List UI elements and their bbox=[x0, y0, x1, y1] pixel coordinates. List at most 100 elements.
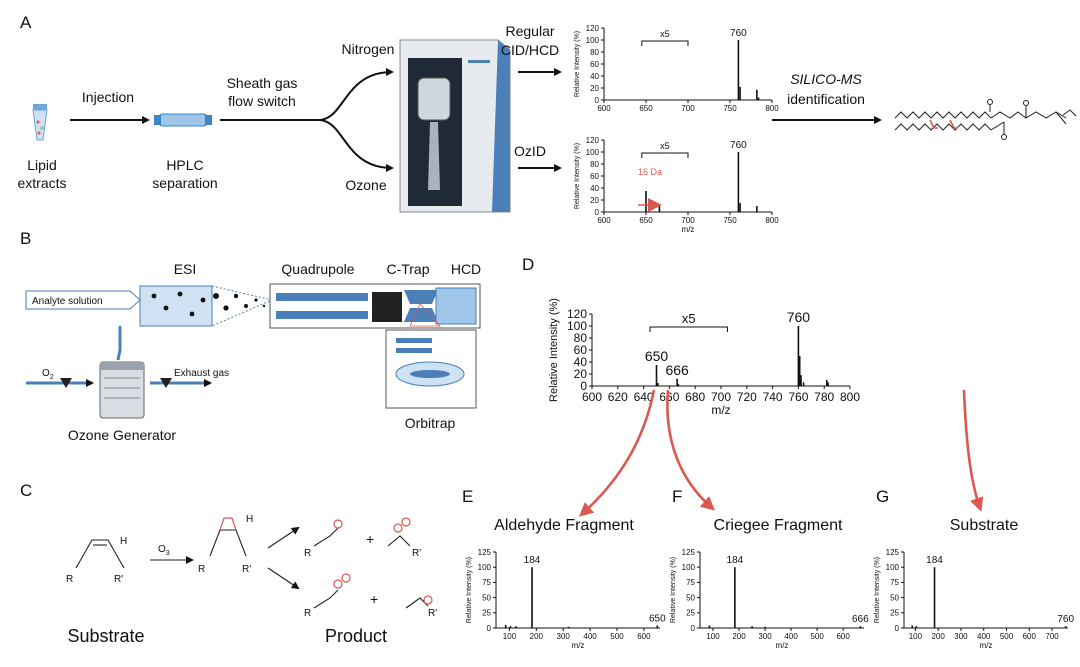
shift-annotation: 16 Da bbox=[638, 167, 662, 177]
exhaust-label: Exhaust gas bbox=[174, 368, 229, 379]
x-tick-label: 300 bbox=[758, 632, 772, 641]
panel-label-f: F bbox=[672, 487, 682, 506]
nitrogen-label: Nitrogen bbox=[342, 41, 395, 57]
y-axis-label: Relative Intensity (%) bbox=[670, 557, 677, 623]
x-tick-label: 620 bbox=[608, 390, 628, 404]
esi-label: ESI bbox=[174, 261, 197, 277]
reaction-red-oxygens bbox=[219, 517, 433, 605]
mass-spectrometer-icon bbox=[399, 39, 511, 213]
x-tick-label: 300 bbox=[557, 632, 571, 641]
y-tick-label: 60 bbox=[590, 172, 599, 181]
y-tick-label: 100 bbox=[886, 563, 900, 572]
x5-bracket bbox=[641, 40, 689, 46]
x-tick-label: 700 bbox=[1045, 632, 1059, 641]
y-tick-label: 20 bbox=[574, 367, 588, 381]
x-tick-label: 660 bbox=[659, 390, 679, 404]
y-tick-label: 80 bbox=[574, 331, 588, 345]
x-tick-label: 760 bbox=[788, 390, 808, 404]
x-tick-label: 400 bbox=[977, 632, 991, 641]
substrate-r: R bbox=[66, 574, 73, 585]
y-tick-label: 75 bbox=[686, 578, 695, 587]
x-tick-label: 500 bbox=[810, 632, 824, 641]
bracket-label: x5 bbox=[682, 311, 696, 326]
subtitle-e: Aldehyde Fragment bbox=[494, 517, 634, 534]
subtitle-f: Criegee Fragment bbox=[714, 517, 844, 534]
x-tick-label: 720 bbox=[737, 390, 757, 404]
hcd-label: HCD bbox=[451, 261, 481, 277]
y-tick-label: 50 bbox=[686, 593, 695, 602]
x-tick-label: 800 bbox=[765, 104, 779, 113]
x-tick-label: 750 bbox=[723, 104, 737, 113]
y-tick-label: 75 bbox=[482, 578, 491, 587]
x-tick-label: 740 bbox=[763, 390, 783, 404]
arrow-to-f bbox=[666, 389, 716, 511]
hplc-column-icon bbox=[154, 113, 212, 127]
ozone-branch bbox=[319, 119, 394, 172]
x-tick-label: 650 bbox=[639, 104, 653, 113]
x-tick-label: 700 bbox=[711, 390, 731, 404]
sheath-label-1: Sheath gas bbox=[227, 75, 298, 91]
x-tick-label: 100 bbox=[706, 632, 720, 641]
x-axis-label: m/z bbox=[682, 225, 695, 234]
peak-label: 666 bbox=[665, 362, 689, 378]
y-axis-label: Relative Intensity (%) bbox=[874, 557, 881, 623]
x-tick-label: 600 bbox=[597, 216, 611, 225]
peak-label: 760 bbox=[1057, 614, 1074, 625]
panel-label-g: G bbox=[876, 487, 889, 506]
hplc-label-2: separation bbox=[152, 175, 217, 191]
panel-label-d: D bbox=[522, 255, 534, 274]
x-axis-label: m/z bbox=[980, 641, 993, 650]
x-tick-label: 600 bbox=[597, 104, 611, 113]
ctrap-label: C-Trap bbox=[386, 261, 429, 277]
ozid-label: OzID bbox=[514, 143, 546, 159]
substrate-r-prime: R' bbox=[114, 574, 123, 585]
product-caption: Product bbox=[325, 626, 387, 646]
x-tick-label: 600 bbox=[582, 390, 602, 404]
y-tick-label: 0 bbox=[580, 379, 587, 393]
y-tick-label: 60 bbox=[574, 343, 588, 357]
y-tick-label: 25 bbox=[482, 609, 491, 618]
regular-label-1: Regular bbox=[505, 23, 554, 39]
y-tick-label: 80 bbox=[590, 48, 599, 57]
y-tick-label: 125 bbox=[478, 548, 492, 557]
y-tick-label: 75 bbox=[890, 578, 899, 587]
product-plus-2: + bbox=[370, 591, 378, 607]
peak-label: 760 bbox=[730, 28, 747, 39]
peak-label: 760 bbox=[787, 309, 811, 325]
x-tick-label: 200 bbox=[530, 632, 544, 641]
quadrupole-label: Quadrupole bbox=[281, 261, 354, 277]
x-tick-label: 650 bbox=[639, 216, 653, 225]
ozonide-r-prime: R' bbox=[242, 564, 251, 575]
y-tick-label: 120 bbox=[586, 24, 600, 33]
x-tick-label: 680 bbox=[685, 390, 705, 404]
x-tick-label: 700 bbox=[681, 104, 695, 113]
y-tick-label: 0 bbox=[595, 208, 600, 217]
regular-label-2: CID/HCD bbox=[501, 42, 559, 58]
lipid-structure bbox=[894, 99, 1077, 140]
x-tick-label: 600 bbox=[1023, 632, 1037, 641]
x-tick-label: 700 bbox=[681, 216, 695, 225]
peak-label: 650 bbox=[645, 348, 669, 364]
product-r-1: R bbox=[304, 548, 311, 559]
x-tick-label: 200 bbox=[732, 632, 746, 641]
y-tick-label: 0 bbox=[595, 96, 600, 105]
o2-label: O2 bbox=[42, 368, 54, 381]
product-plus-1: + bbox=[366, 531, 374, 547]
x-tick-label: 500 bbox=[1000, 632, 1014, 641]
x-axis-label: m/z bbox=[572, 641, 585, 650]
peak-label: 184 bbox=[727, 555, 744, 566]
hplc-label-1: HPLC bbox=[166, 157, 203, 173]
arrow-to-g bbox=[962, 389, 984, 512]
lipid-label-1: Lipid bbox=[27, 157, 57, 173]
y-tick-label: 20 bbox=[590, 196, 599, 205]
x-tick-label: 780 bbox=[814, 390, 834, 404]
x-tick-label: 800 bbox=[840, 390, 860, 404]
panel-label-a: A bbox=[20, 13, 32, 32]
ion-optics bbox=[269, 283, 481, 409]
